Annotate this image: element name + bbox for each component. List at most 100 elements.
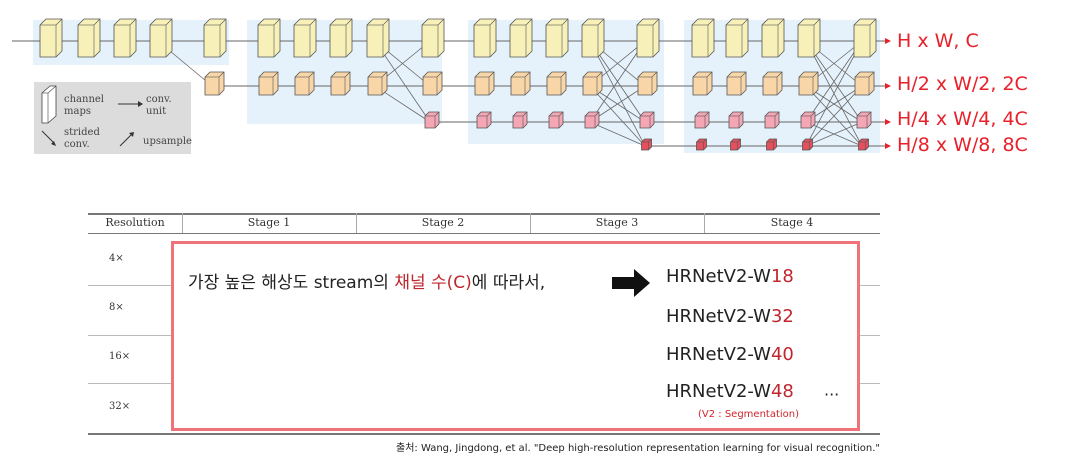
block-edge bbox=[777, 18, 785, 26]
block-edge bbox=[594, 111, 600, 117]
fusion-connection bbox=[589, 40, 646, 147]
channel-map-block bbox=[329, 18, 353, 58]
channel-map-block bbox=[421, 18, 445, 58]
callout-text-after: 에 따라서, bbox=[471, 273, 546, 293]
table-header-resolution: Resolution bbox=[105, 216, 165, 229]
legend-strided-conv-arrowhead bbox=[51, 141, 56, 146]
channel-map-block bbox=[422, 71, 443, 96]
block-edge bbox=[703, 138, 707, 143]
resolution-label-stream3: H/4 x W/4, 4C bbox=[897, 108, 1028, 130]
block-edge bbox=[93, 18, 101, 26]
block-edge bbox=[774, 111, 780, 117]
channel-map-block bbox=[854, 71, 875, 96]
legend-conv-unit-label: conv. unit bbox=[146, 94, 172, 117]
block-edge bbox=[165, 18, 173, 26]
table-row-8x: 8× bbox=[109, 302, 124, 313]
channel-map-block bbox=[762, 71, 783, 96]
channel-map-block bbox=[257, 18, 281, 58]
resolution-label-stream1: H x W, C bbox=[897, 30, 979, 52]
block-edge bbox=[810, 111, 816, 117]
callout-text-highlight: 채널 수(C) bbox=[394, 273, 472, 293]
channel-map-block bbox=[294, 71, 315, 96]
legend-upsample-arrowhead bbox=[129, 132, 134, 137]
block-edge bbox=[345, 18, 353, 26]
block-edge bbox=[344, 71, 351, 78]
channel-map-block bbox=[293, 18, 317, 58]
channel-map-block bbox=[330, 71, 351, 96]
fusion-connection bbox=[805, 40, 863, 147]
table-header-stage1: Stage 1 bbox=[247, 216, 291, 229]
source-citation: 출처: Wang, Jingdong, et al. "Deep high-re… bbox=[396, 443, 880, 454]
channel-map-block bbox=[510, 71, 531, 96]
block-edge bbox=[489, 18, 497, 26]
channel-map-block bbox=[725, 18, 749, 58]
channel-map-block bbox=[546, 71, 567, 96]
block-edge bbox=[866, 111, 872, 117]
block-edge bbox=[809, 138, 813, 143]
block-edge bbox=[55, 18, 63, 26]
channel-map-block bbox=[77, 18, 101, 58]
callout-text-before: 가장 높은 해상도 stream의 bbox=[188, 273, 395, 293]
block-edge bbox=[704, 111, 710, 117]
table-header-stage2: Stage 2 bbox=[421, 216, 465, 229]
resolution-label-stream2: H/2 x W/2, 2C bbox=[897, 73, 1028, 95]
block-edge bbox=[129, 18, 137, 26]
variant-w32: HRNetV2-W32 bbox=[666, 306, 794, 327]
block-edge bbox=[437, 18, 445, 26]
legend-upsample-icon bbox=[119, 133, 133, 147]
fusion-connection bbox=[805, 40, 863, 123]
block-edge bbox=[706, 71, 713, 78]
channel-map-block bbox=[582, 71, 603, 96]
legend-conv-unit-arrowhead bbox=[138, 101, 143, 107]
legend-strided-conv-label: strided conv. bbox=[64, 127, 100, 150]
block-edge bbox=[651, 71, 658, 78]
table-header-stage4: Stage 4 bbox=[770, 216, 814, 229]
channel-map-block bbox=[637, 71, 658, 96]
channel-map-block bbox=[545, 18, 569, 58]
block-edge bbox=[309, 18, 317, 26]
stream-3-arrowhead bbox=[885, 119, 891, 125]
legend-background bbox=[34, 82, 191, 154]
table-row-4x: 4× bbox=[109, 253, 124, 264]
variant-w40: HRNetV2-W40 bbox=[666, 344, 794, 365]
channel-map-block bbox=[203, 18, 227, 58]
fusion-connection bbox=[589, 121, 646, 147]
block-edge bbox=[652, 18, 660, 26]
block-edge bbox=[812, 71, 819, 78]
channel-map-block bbox=[39, 18, 63, 58]
channel-map-block bbox=[149, 18, 173, 58]
hrnet-variant-callout: 가장 높은 해상도 stream의 채널 수(C)에 따라서, HRNetV2-… bbox=[171, 241, 860, 431]
table-row-16x: 16× bbox=[109, 351, 131, 362]
channel-map-block bbox=[797, 18, 821, 58]
channel-map-block bbox=[366, 18, 390, 58]
fusion-connection bbox=[589, 40, 646, 123]
block-edge bbox=[865, 138, 869, 143]
block-edge bbox=[434, 111, 440, 117]
channel-map-block bbox=[692, 71, 713, 96]
legend-channel-map-edge bbox=[47, 85, 57, 94]
variant-ellipsis: ··· bbox=[824, 385, 840, 404]
block-edge bbox=[868, 71, 875, 78]
block-edge bbox=[649, 111, 655, 117]
block-edge bbox=[813, 18, 821, 26]
block-edge bbox=[218, 71, 225, 78]
block-edge bbox=[597, 18, 605, 26]
legend-channel-map-icon bbox=[41, 85, 57, 124]
block-edge bbox=[737, 138, 741, 143]
channel-map-block bbox=[473, 18, 497, 58]
hrnet-architecture-diagram bbox=[12, 18, 891, 154]
variant-w18: HRNetV2-W18 bbox=[666, 266, 794, 287]
channel-map-block bbox=[258, 71, 279, 96]
right-arrow-icon bbox=[612, 269, 650, 297]
block-edge bbox=[486, 111, 492, 117]
channel-map-block bbox=[853, 18, 877, 58]
channel-map-block bbox=[474, 71, 495, 96]
block-edge bbox=[558, 111, 564, 117]
channel-map-block bbox=[691, 18, 715, 58]
block-edge bbox=[560, 71, 567, 78]
block-edge bbox=[382, 18, 390, 26]
channel-map-block bbox=[509, 18, 533, 58]
block-edge bbox=[219, 18, 227, 26]
legend-upsample-label: upsample bbox=[143, 136, 192, 147]
block-edge bbox=[524, 71, 531, 78]
